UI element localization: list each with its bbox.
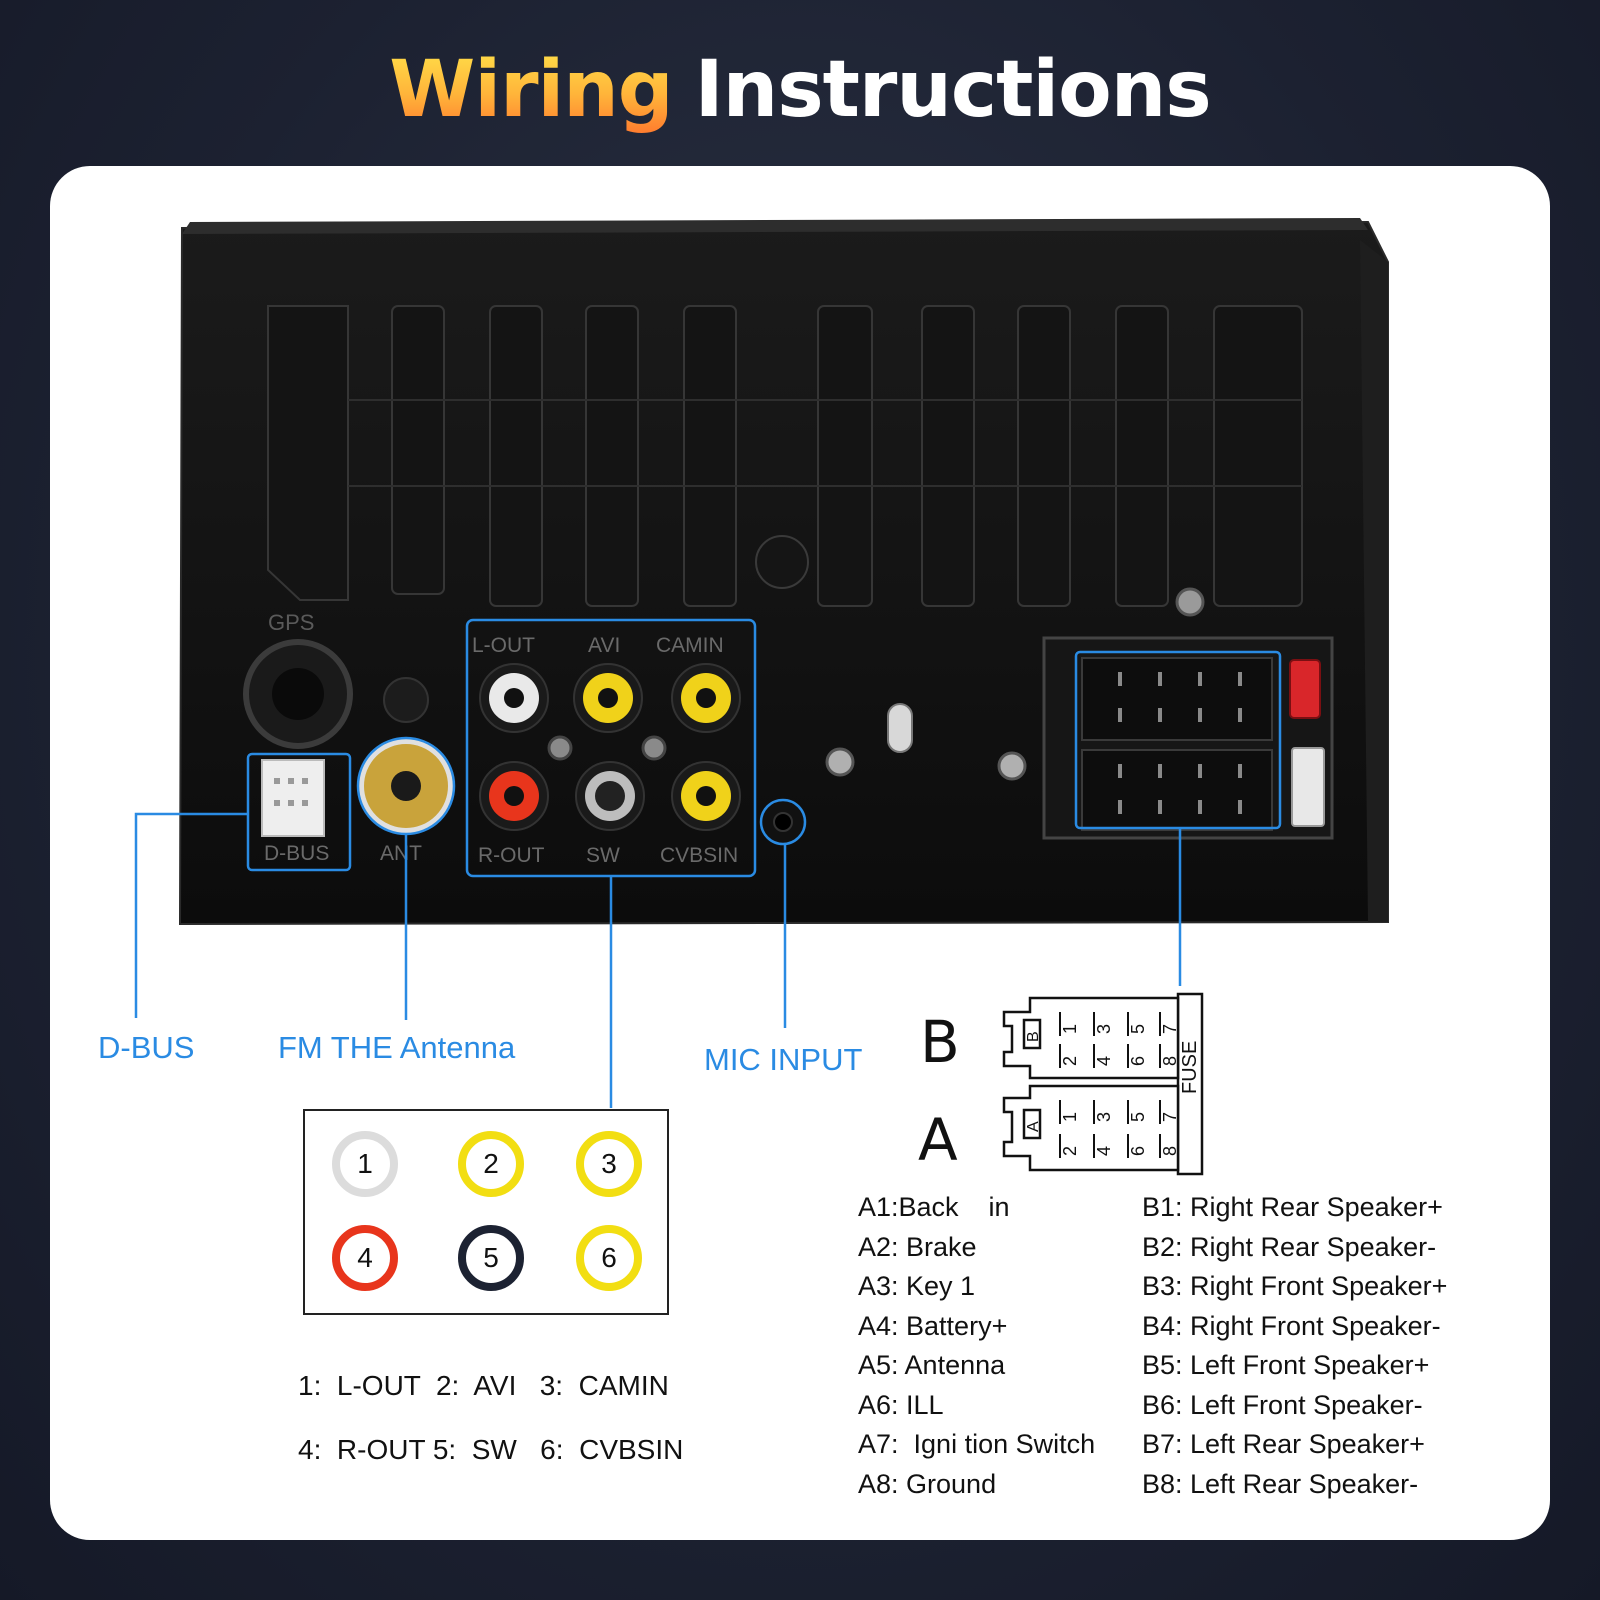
iso-label-b: B xyxy=(920,1008,960,1076)
iso-fuse-label: FUSE xyxy=(1179,1041,1201,1094)
fuse-holder xyxy=(1291,747,1325,827)
avi-panel-label: AVI xyxy=(588,634,620,657)
fuse-icon xyxy=(1289,659,1321,719)
heatsink-crossbars xyxy=(348,399,1302,487)
pin-a6: A6: ILL xyxy=(858,1389,944,1420)
dbus-pins xyxy=(274,778,308,806)
svg-text:6: 6 xyxy=(1128,1146,1148,1156)
rca-legend-circle-2: 2 xyxy=(458,1131,524,1197)
rca-legend-circle-1: 1 xyxy=(332,1131,398,1197)
dbus-connector xyxy=(261,759,325,837)
r-out-panel-label: R-OUT xyxy=(478,844,545,867)
pin-b8: B8: Left Rear Speaker- xyxy=(1142,1468,1419,1499)
iso-label-a: A xyxy=(918,1106,958,1174)
svg-text:4: 4 xyxy=(1094,1146,1114,1156)
blank-hole xyxy=(383,677,429,723)
iso-pin-diagram xyxy=(1002,992,1204,1176)
svg-text:8: 8 xyxy=(1160,1146,1180,1156)
pin-list-a: A1:Back in A2: Brake A3: Key 1 A4: Batte… xyxy=(858,1188,1095,1504)
iso-connector-highlight xyxy=(1074,650,1282,830)
screw-icon xyxy=(547,735,573,761)
pin-a7: A7: Igni tion Switch xyxy=(858,1429,1096,1459)
rca-jack-r-out xyxy=(479,761,549,831)
iso-pins xyxy=(1118,672,1242,814)
rca-legend-circle-6: 6 xyxy=(576,1225,642,1291)
svg-text:2: 2 xyxy=(1060,1056,1080,1066)
l-out-panel-label: L-OUT xyxy=(472,634,535,657)
rca-legend-circle-5: 5 xyxy=(458,1225,524,1291)
pin-a2: A2: Brake xyxy=(858,1231,977,1262)
pin-a4: A4: Battery+ xyxy=(858,1310,1008,1341)
iso-diagram-digits: 1 3 5 7 2 4 6 8 1 3 5 7 2 4 6 8 B A FUSE xyxy=(1025,1024,1201,1156)
svg-text:5: 5 xyxy=(1128,1112,1148,1122)
pin-b2: B2: Right Rear Speaker- xyxy=(1142,1231,1437,1262)
ant-panel-label: ANT xyxy=(380,842,422,865)
screw-icon xyxy=(1175,587,1205,617)
svg-text:3: 3 xyxy=(1094,1112,1114,1122)
unit-top-edge xyxy=(182,218,1368,234)
screw-icon xyxy=(997,751,1027,781)
title-word-wiring: Wiring xyxy=(389,45,673,135)
gps-port-core xyxy=(272,668,324,720)
unit-right-side xyxy=(1360,240,1388,922)
pin-a1: A1:Back in xyxy=(858,1192,1010,1222)
iso-diagram-pin-marks xyxy=(1059,1012,1161,1158)
iso-block-b xyxy=(1081,657,1273,741)
pin-a5: A5: Antenna xyxy=(858,1350,1006,1380)
dbus-callout: D-BUS xyxy=(98,1030,195,1065)
screw-icon xyxy=(641,735,667,761)
dbus-panel-label: D-BUS xyxy=(264,842,329,865)
svg-text:6: 6 xyxy=(1128,1056,1148,1066)
pin-b5: B5: Left Front Speaker+ xyxy=(1142,1350,1430,1380)
rca-jack-camin xyxy=(671,663,741,733)
svg-text:7: 7 xyxy=(1160,1024,1180,1034)
pin-b7: B7: Left Rear Speaker+ xyxy=(1142,1429,1425,1459)
pin-a8: A8: Ground xyxy=(858,1468,997,1499)
heatsink-fins xyxy=(267,305,1303,607)
pin-b3: B3: Right Front Speaker+ xyxy=(1142,1271,1448,1301)
rca-legend-circle-3: 3 xyxy=(576,1131,642,1197)
screw-icon xyxy=(825,747,855,777)
rca-legend-box: 1 2 3 4 5 6 xyxy=(303,1109,669,1315)
dbus-highlight xyxy=(246,752,352,872)
callout-leader-lines xyxy=(134,812,1182,1108)
pin-b4: B4: Right Front Speaker- xyxy=(1142,1310,1441,1341)
iso-tab-b: B xyxy=(1025,1031,1042,1042)
mount-hole xyxy=(755,535,809,589)
gps-label: GPS xyxy=(268,610,314,635)
sw-panel-label: SW xyxy=(586,844,620,867)
pin-b1: B1: Right Rear Speaker+ xyxy=(1142,1192,1443,1222)
rca-legend-line-1: 1: L-OUT 2: AVI 3: CAMIN xyxy=(298,1370,669,1401)
antenna-callout: FM THE Antenna xyxy=(278,1030,516,1065)
clip xyxy=(887,703,913,753)
rca-jack-l-out xyxy=(479,663,549,733)
svg-text:1: 1 xyxy=(1060,1024,1080,1034)
rca-jack-sw xyxy=(575,761,645,831)
svg-text:2: 2 xyxy=(1060,1146,1080,1156)
antenna-port-core xyxy=(391,771,421,801)
mic-input-callout: MIC INPUT xyxy=(704,1042,863,1077)
title-word-instructions: Instructions xyxy=(694,45,1212,135)
iso-block-a xyxy=(1081,749,1273,831)
svg-text:7: 7 xyxy=(1160,1112,1180,1122)
svg-text:4: 4 xyxy=(1094,1056,1114,1066)
rca-legend-circle-4: 4 xyxy=(332,1225,398,1291)
iso-tab-a: A xyxy=(1025,1121,1042,1132)
svg-text:3: 3 xyxy=(1094,1024,1114,1034)
svg-text:8: 8 xyxy=(1160,1056,1180,1066)
rca-jack-avi xyxy=(573,663,643,733)
cvbsin-panel-label: CVBSIN xyxy=(660,844,738,867)
pin-b6: B6: Left Front Speaker- xyxy=(1142,1389,1423,1420)
svg-text:5: 5 xyxy=(1128,1024,1148,1034)
svg-text:1: 1 xyxy=(1060,1112,1080,1122)
camin-panel-label: CAMIN xyxy=(656,634,724,657)
mic-port xyxy=(773,812,793,832)
rca-legend-line-2: 4: R-OUT 5: SW 6: CVBSIN xyxy=(298,1434,684,1465)
pin-a3: A3: Key 1 xyxy=(858,1271,976,1301)
pin-list-b: B1: Right Rear Speaker+ B2: Right Rear S… xyxy=(1142,1188,1447,1504)
rca-jack-cvbsin xyxy=(671,761,741,831)
